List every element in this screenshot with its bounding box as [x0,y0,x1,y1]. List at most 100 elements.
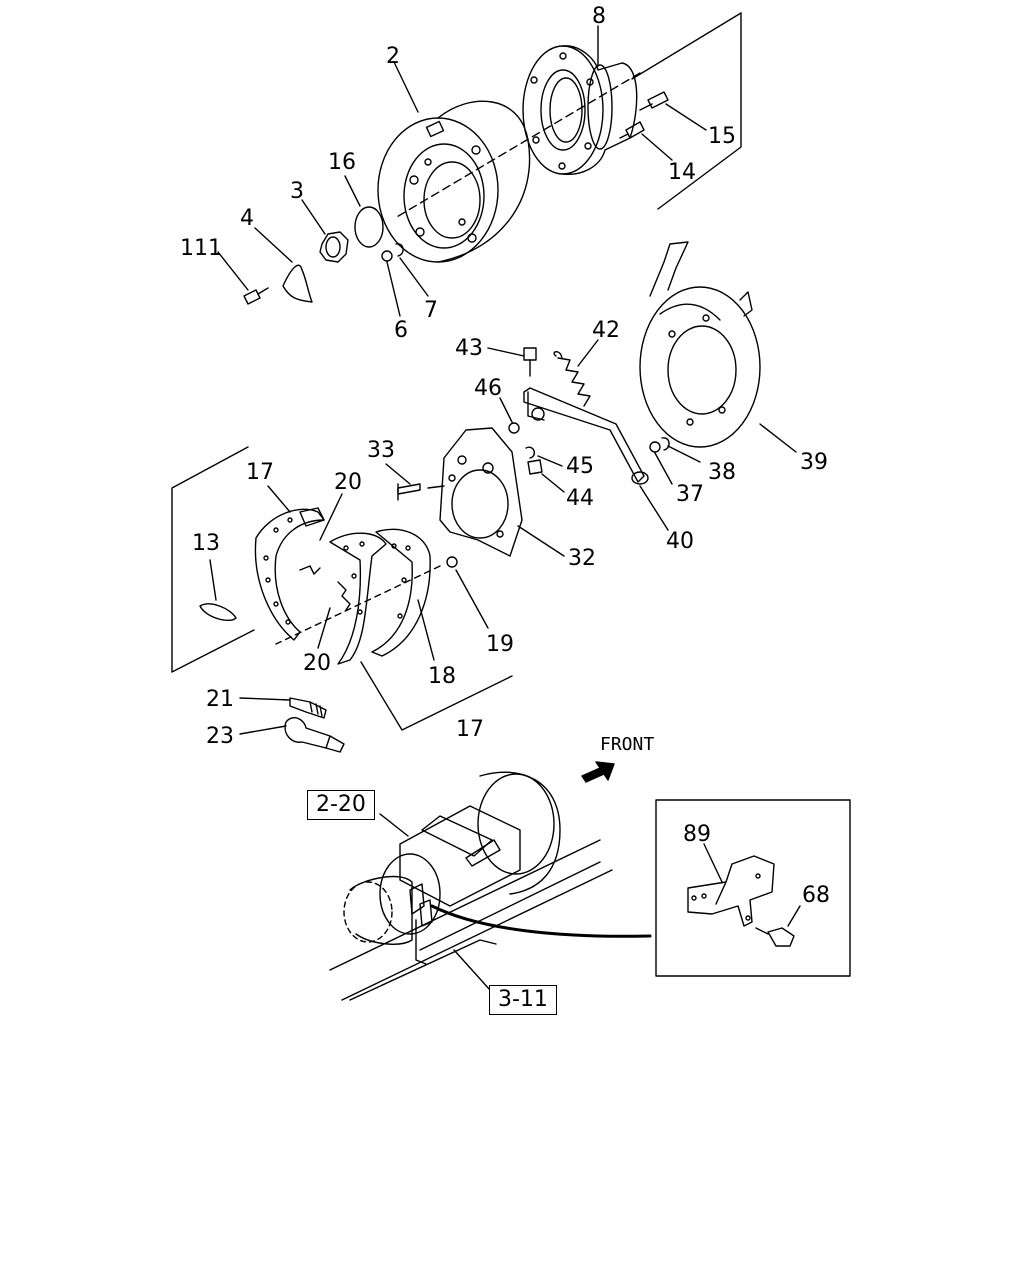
nut-44 [528,460,542,474]
anchor-plate [428,428,522,556]
callout-45: 45 [566,454,594,479]
callout-14: 14 [668,160,696,185]
frame-bracket-left [172,447,254,672]
leader-43 [488,348,524,356]
nut-37 [650,442,660,452]
callout-33: 33 [367,438,395,463]
spring-20b [338,582,350,610]
callout-23: 23 [206,724,234,749]
callout-20-top: 20 [334,470,362,495]
reference-3-11[interactable]: 3-11 [489,985,557,1015]
lining-18 [330,529,430,664]
washer-6 [382,251,392,261]
callout-68: 68 [802,883,830,908]
actuating-lever [524,388,648,484]
callout-18: 18 [428,664,456,689]
axis-line-upper [395,73,640,218]
leader-15 [666,104,706,130]
callout-17-top: 17 [246,460,274,485]
leader-39 [760,424,796,452]
hub-part [523,46,637,174]
callout-32: 32 [568,546,596,571]
pin-19 [447,557,457,567]
leader-4 [255,228,292,262]
callout-19: 19 [486,632,514,657]
leader-3 [302,200,325,234]
callout-46: 46 [474,376,502,401]
leader-42 [578,340,598,366]
leader-2-20 [380,814,408,836]
reference-2-20[interactable]: 2-20 [307,790,375,820]
callout-37: 37 [676,482,704,507]
leader-16 [345,176,360,206]
washer-38 [662,438,669,450]
callout-13: 13 [192,531,220,556]
callout-20-bottom: 20 [303,651,331,676]
callout-7: 7 [424,298,438,323]
frame-bracket-upper-top [632,13,741,79]
leader-3-11 [454,950,490,990]
brake-drum [378,101,530,262]
callout-15: 15 [708,124,736,149]
spring-20a [300,566,320,574]
leader-20b [318,608,330,648]
leader-20a [320,494,342,540]
plate-13 [200,604,236,620]
callout-111: 111 [180,236,222,261]
callout-44: 44 [566,486,594,511]
o-ring [355,207,383,247]
callout-2: 2 [386,44,400,69]
callout-40: 40 [666,529,694,554]
pointer-curve [432,906,650,936]
bolt-111 [244,288,268,304]
front-direction-label: FRONT [600,734,655,755]
leader-68 [788,906,800,926]
bracket-89 [688,856,774,926]
callout-8: 8 [592,4,606,29]
bolt-43 [524,348,536,376]
adjuster-23 [285,718,344,752]
leader-40 [640,486,668,530]
leader-21 [240,698,290,700]
callout-21: 21 [206,687,234,712]
brake-shoe-left [255,508,324,640]
detail-inset-box [656,800,850,976]
backing-plate [640,242,760,447]
washer-46 [509,423,519,433]
callout-43: 43 [455,336,483,361]
leader-89 [704,844,722,882]
bolt-14 [620,122,644,138]
callout-17-bottom: 17 [456,717,484,742]
return-spring [554,352,590,406]
lock-nut [320,232,348,262]
leader-18 [418,600,434,660]
pin-33 [398,484,420,500]
callout-3: 3 [290,179,304,204]
callout-38: 38 [708,460,736,485]
front-arrow-icon [582,762,614,782]
callout-16: 16 [328,150,356,175]
bolt-68 [756,928,794,946]
callout-4: 4 [240,206,254,231]
leader-7 [400,258,428,296]
lock-plate-4 [283,265,312,302]
leader-45 [538,456,562,466]
frame-bracket-shoe [361,662,512,730]
frame-bracket-upper [658,13,741,209]
leader-23 [240,726,286,734]
leader-6 [387,262,400,316]
leader-17a [268,486,290,512]
axis-line-lower [276,566,440,644]
leader-19 [456,570,488,628]
callout-89: 89 [683,822,711,847]
leader-46 [500,398,512,422]
leader-38 [668,446,700,462]
leader-32 [518,526,564,556]
clip-45 [526,447,534,458]
leader-44 [542,474,564,492]
axle-overview [330,772,650,1000]
callout-39: 39 [800,450,828,475]
leader-2 [394,62,418,112]
callout-6: 6 [394,318,408,343]
